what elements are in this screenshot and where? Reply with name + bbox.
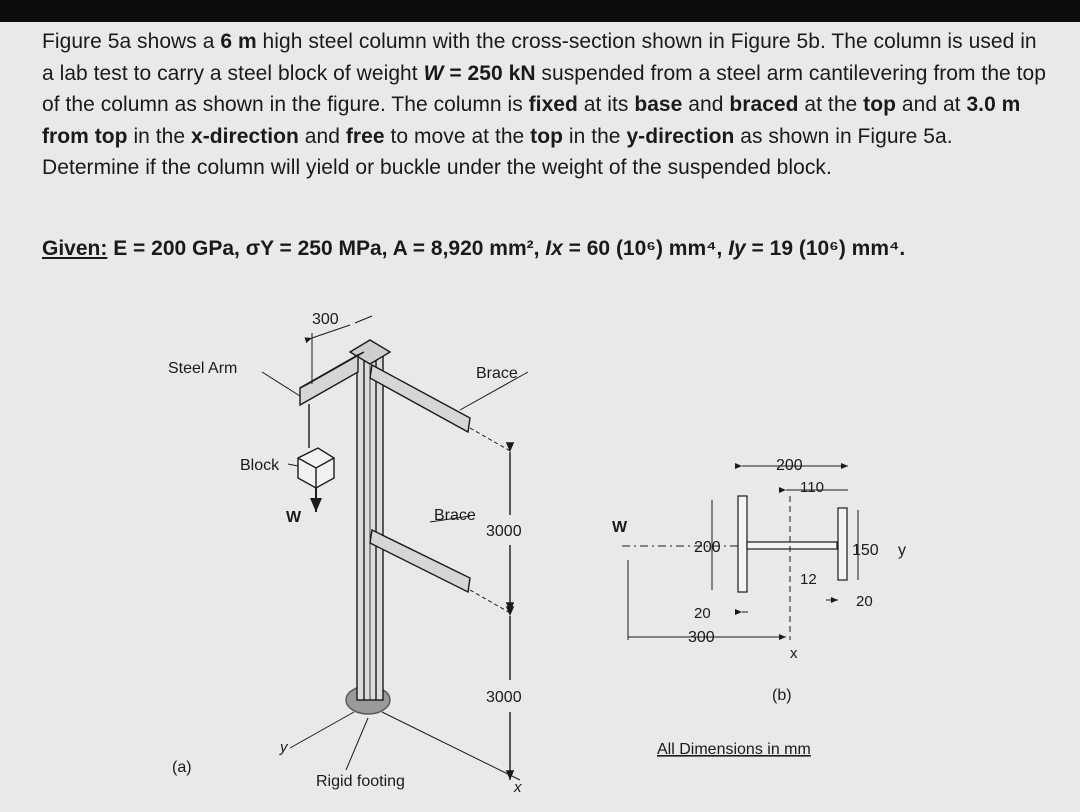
block-shape xyxy=(297,447,335,489)
top-brace-shape xyxy=(369,363,471,434)
dim-12: 12 xyxy=(800,571,817,588)
weight-label-b: W xyxy=(612,519,628,536)
rigid-footing-label: Rigid footing xyxy=(316,773,405,790)
dim-20-right: 20 xyxy=(856,593,873,610)
dim-300-b: 300 xyxy=(688,629,715,646)
dim-300-top: 300 xyxy=(312,311,339,328)
mid-brace-shape xyxy=(369,528,471,594)
panel-label-a: (a) xyxy=(172,759,192,776)
panel-label-b: (b) xyxy=(772,687,792,704)
h-section-right xyxy=(837,507,848,581)
problem-statement: Figure 5a shows a 6 m high steel column … xyxy=(42,30,1046,179)
dim-3000-lower: 3000 xyxy=(486,689,522,706)
figure-b xyxy=(622,463,859,640)
figure-a xyxy=(261,315,529,781)
y-axis-label-a: y xyxy=(279,739,289,756)
steel-arm-label: Steel Arm xyxy=(168,360,237,377)
dim-200-top: 200 xyxy=(776,457,803,474)
x-axis-label-a: x xyxy=(513,779,522,796)
dim-200-left: 200 xyxy=(694,539,721,556)
h-section-left xyxy=(737,495,838,593)
dim-20-left: 20 xyxy=(694,605,711,622)
dim-150: 150 xyxy=(852,542,879,559)
brace-mid-label: Brace xyxy=(434,507,476,524)
given-values: Given: E = 200 GPa, σY = 250 MPa, A = 8,… xyxy=(42,237,906,260)
brace-top-label: Brace xyxy=(476,365,518,382)
steel-arm-shape xyxy=(299,351,365,448)
block-label: Block xyxy=(240,457,280,474)
column-shape xyxy=(348,339,392,701)
y-axis-label-b: y xyxy=(898,542,906,559)
weight-label-a: W xyxy=(286,509,302,526)
dim-110: 110 xyxy=(800,479,824,496)
top-dark-bar xyxy=(0,0,1080,22)
x-axis-label-b: x xyxy=(790,645,798,662)
dim-3000-upper: 3000 xyxy=(486,523,522,540)
dimensions-note: All Dimensions in mm xyxy=(657,741,811,758)
